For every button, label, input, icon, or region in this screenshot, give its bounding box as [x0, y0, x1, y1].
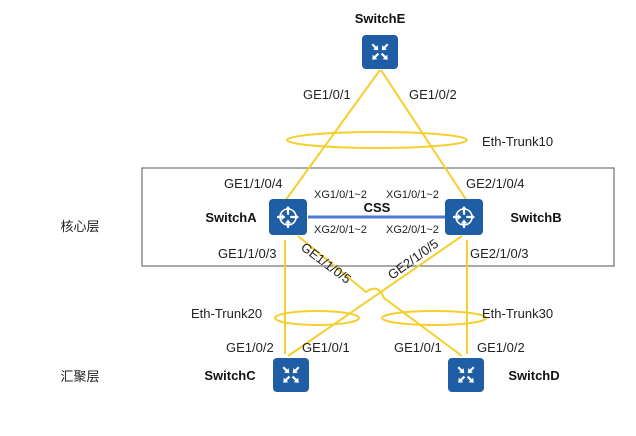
- port-b-up: GE2/1/0/4: [466, 176, 525, 191]
- port-a-cross: GE1/1/0/5: [298, 239, 354, 286]
- router-arrows-icon: [453, 206, 475, 228]
- link-b-c-cross: [287, 235, 463, 357]
- port-e-right: GE1/0/2: [409, 87, 457, 102]
- port-b-cross: GE2/1/0/5: [385, 236, 441, 283]
- port-c-right: GE1/0/1: [302, 340, 350, 355]
- switch-e-name: SwitchE: [355, 11, 406, 26]
- link-e-b: [380, 69, 468, 202]
- port-d-right: GE1/0/2: [477, 340, 525, 355]
- device-switch-b[interactable]: [445, 199, 483, 235]
- switch-b-name: SwitchB: [510, 210, 561, 225]
- router-arrows-icon: [277, 206, 299, 228]
- port-d-left: GE1/0/1: [394, 340, 442, 355]
- port-e-left: GE1/0/1: [303, 87, 351, 102]
- port-a-up: GE1/1/0/4: [224, 176, 283, 191]
- trunk10-label: Eth-Trunk10: [482, 134, 553, 149]
- port-b-down: GE2/1/0/3: [470, 246, 529, 261]
- css-port-b-bottom: XG2/0/1~2: [386, 224, 439, 236]
- core-layer-box: [141, 167, 615, 267]
- switch-c-name: SwitchC: [204, 368, 256, 383]
- trunk10-ellipse: [286, 131, 468, 149]
- trunk20-ellipse: [274, 310, 360, 326]
- trunk30-label: Eth-Trunk30: [482, 306, 553, 321]
- port-a-down: GE1/1/0/3: [218, 246, 277, 261]
- device-switch-d[interactable]: [448, 358, 484, 392]
- port-c-left: GE1/0/2: [226, 340, 274, 355]
- device-switch-a[interactable]: [269, 199, 307, 235]
- links: [284, 69, 468, 357]
- trunk20-label: Eth-Trunk20: [191, 306, 262, 321]
- device-switch-e[interactable]: [362, 35, 398, 69]
- css-label: CSS: [364, 200, 391, 215]
- css-port-a-bottom: XG2/0/1~2: [314, 224, 367, 236]
- trunk-ellipses: [274, 131, 487, 326]
- switch-a-name: SwitchA: [205, 210, 257, 225]
- css-port-a-top: XG1/0/1~2: [314, 189, 367, 201]
- core-layer-label: 核心层: [60, 220, 99, 235]
- switch-d-name: SwitchD: [508, 368, 559, 383]
- trunk30-ellipse: [381, 310, 487, 326]
- css-port-b-top: XG1/0/1~2: [386, 189, 439, 201]
- device-switch-c[interactable]: [273, 358, 309, 392]
- link-e-a: [284, 69, 381, 202]
- link-a-d-cross: [297, 235, 463, 357]
- aggregation-layer-label: 汇聚层: [60, 370, 99, 385]
